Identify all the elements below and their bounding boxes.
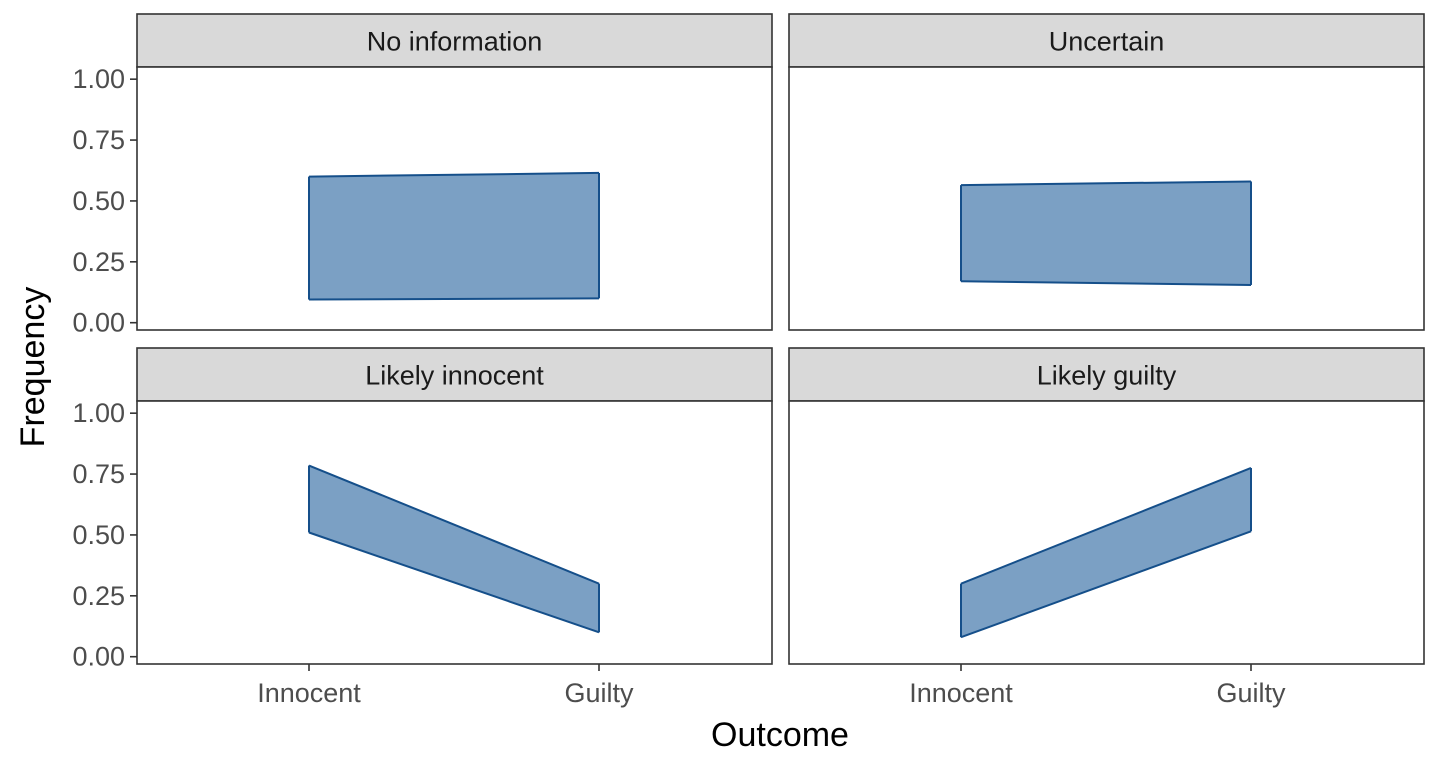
area-ribbon [309, 465, 599, 633]
y-tick-label: 0.75 [72, 459, 125, 489]
x-tick-label: Innocent [257, 678, 361, 708]
facet-strip [136, 13, 773, 68]
y-tick-label: 0.25 [72, 247, 125, 277]
lower-line [960, 280, 1252, 286]
upper-line [960, 467, 1252, 585]
area-ribbon [961, 181, 1251, 285]
facet-title: No information [367, 27, 543, 57]
upper-line [960, 180, 1252, 187]
area-ribbon [961, 467, 1251, 638]
upper-line [308, 464, 600, 585]
lower-line [308, 297, 600, 301]
y-tick-label: 0.00 [72, 308, 125, 338]
y-tick-label: 0.50 [72, 186, 125, 216]
facet-title: Uncertain [1049, 27, 1165, 57]
area-ribbon [309, 172, 599, 300]
x-tick-label: Innocent [909, 678, 1013, 708]
y-tick-label: 0.50 [72, 520, 125, 550]
facet-title: Likely guilty [1037, 361, 1177, 391]
x-tick-label: Guilty [564, 678, 634, 708]
y-tick-label: 0.00 [72, 642, 125, 672]
y-tick-label: 0.25 [72, 581, 125, 611]
lower-line [960, 530, 1252, 639]
x-tick-label: Guilty [1216, 678, 1286, 708]
facet-title: Likely innocent [365, 361, 544, 391]
x-axis-title: Outcome [711, 716, 849, 754]
y-tick-label: 0.75 [72, 125, 125, 155]
y-tick-label: 1.00 [72, 64, 125, 94]
lower-line [308, 531, 600, 634]
facet-strip [788, 13, 1425, 68]
facet-strip [788, 347, 1425, 402]
y-tick-label: 1.00 [72, 398, 125, 428]
upper-line [308, 171, 600, 178]
y-axis-title: Frequency [14, 287, 52, 448]
